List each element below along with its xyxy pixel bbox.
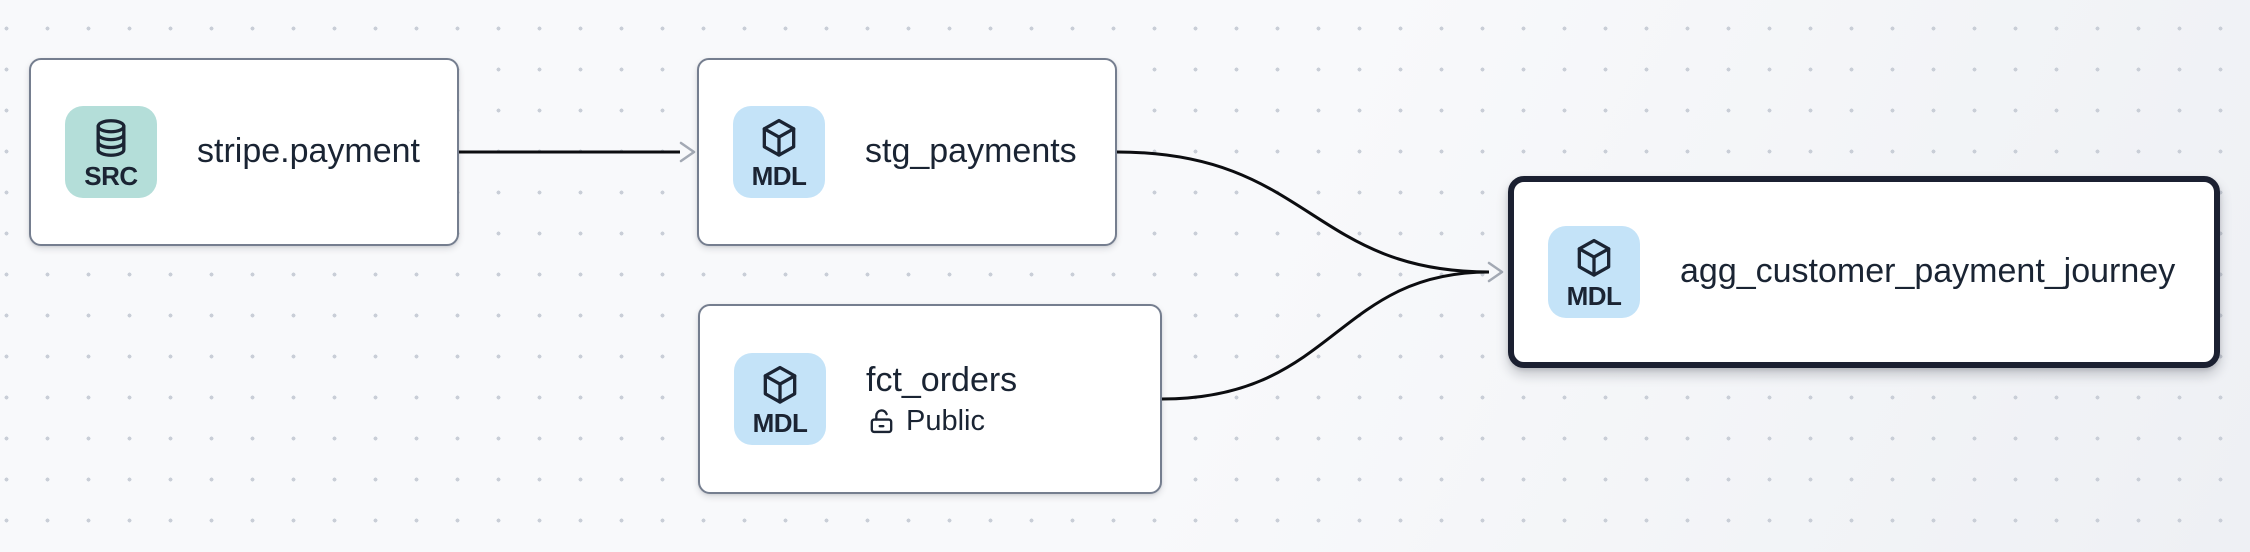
- arrowhead-icon: [679, 141, 696, 163]
- node-title: stripe.payment: [197, 132, 420, 171]
- node-title: fct_orders: [866, 360, 1018, 399]
- node-stg-payments[interactable]: MDL stg_payments: [697, 58, 1117, 246]
- cube-icon: [1577, 238, 1611, 277]
- node-title: stg_payments: [865, 132, 1077, 171]
- badge-label: MDL: [752, 407, 808, 438]
- arrowhead-icon: [1487, 261, 1504, 283]
- cube-icon: [762, 118, 796, 157]
- node-title: agg_customer_payment_journey: [1680, 252, 2176, 291]
- access-label: Public: [906, 405, 985, 438]
- badge-label: MDL: [1566, 280, 1622, 311]
- badge-label: SRC: [84, 160, 138, 191]
- badge-label: MDL: [751, 160, 807, 191]
- unlock-icon: [870, 409, 893, 434]
- cube-icon: [763, 365, 797, 404]
- access-row: Public: [866, 406, 1017, 437]
- database-icon: [96, 118, 126, 157]
- node-text-block: fct_orders Public: [866, 361, 1017, 437]
- node-fct-orders[interactable]: MDL fct_orders Public: [698, 304, 1162, 494]
- edge-stg-payments-to-agg-customer-payment-journey: [1116, 150, 1490, 274]
- model-badge: MDL: [734, 353, 826, 445]
- model-badge: MDL: [733, 106, 825, 198]
- node-stripe-payment[interactable]: SRC stripe.payment: [29, 58, 459, 246]
- model-badge: MDL: [1548, 226, 1640, 318]
- node-agg-customer-payment-journey[interactable]: MDL agg_customer_payment_journey: [1508, 176, 2220, 368]
- edge-fct-orders-to-agg-customer-payment-journey: [1161, 270, 1490, 401]
- source-badge: SRC: [65, 106, 157, 198]
